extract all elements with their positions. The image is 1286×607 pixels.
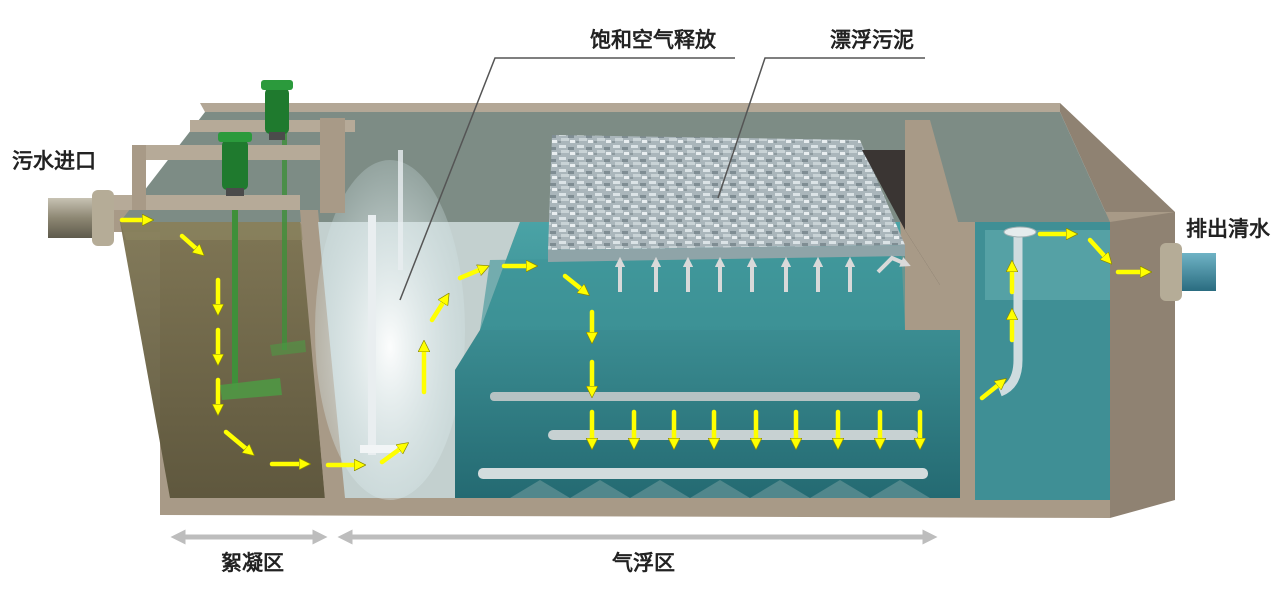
release-pipe xyxy=(368,215,376,455)
updraft-arrows xyxy=(614,255,911,292)
top-frame xyxy=(110,80,355,213)
arrow-right-icon xyxy=(1087,237,1108,260)
arrow-right-icon xyxy=(179,233,200,252)
inlet-pipe xyxy=(48,190,114,246)
saturated-air-label: 饱和空气释放 xyxy=(590,28,717,52)
leader-lines xyxy=(399,57,925,301)
collector-pipe xyxy=(998,232,1023,397)
mixer-motor xyxy=(261,80,293,140)
distribution-pipe xyxy=(548,430,918,440)
sludge-hopper-wall xyxy=(905,120,968,330)
release-pipe xyxy=(398,150,403,270)
mixer-paddle xyxy=(270,340,306,356)
mixer-motor xyxy=(218,132,252,196)
contact-chamber xyxy=(315,150,520,500)
flotation-zone-label: 气浮区 xyxy=(611,551,675,575)
outlet-pipe xyxy=(1160,243,1216,301)
distribution-pipe xyxy=(478,468,928,479)
arrow-right-icon xyxy=(979,382,1002,401)
mixer-shaft xyxy=(282,130,287,350)
mixer-paddle xyxy=(220,378,282,400)
bottom-hoppers xyxy=(510,480,930,498)
arrow-right-icon xyxy=(429,298,446,323)
arrow-right-icon xyxy=(223,429,250,452)
leader-saturated-air xyxy=(399,57,735,301)
flow-arrows xyxy=(119,220,1146,465)
inlet-label: 污水进口 xyxy=(12,149,96,173)
leader-floating-sludge xyxy=(717,57,925,199)
release-nozzle xyxy=(360,445,400,453)
arrow-right-icon xyxy=(562,273,585,292)
tank-back-rim xyxy=(200,103,1060,112)
distribution-pipe xyxy=(490,392,920,401)
arrow-right-icon xyxy=(457,268,484,281)
tank-right-wall xyxy=(1060,103,1175,518)
outlet-label: 排出清水 xyxy=(1186,217,1271,241)
partition-wall xyxy=(960,222,975,500)
arrow-right-icon xyxy=(379,446,404,465)
clear-water-chamber xyxy=(975,222,1110,500)
flocculation-zone-label: 絮凝区 xyxy=(221,551,284,575)
mixer-shaft xyxy=(232,190,238,390)
arrow-up-icon xyxy=(876,255,911,274)
collector-funnel xyxy=(1003,226,1037,238)
floating-sludge-label: 漂浮污泥 xyxy=(830,28,914,52)
floating-sludge-layer xyxy=(548,135,905,250)
